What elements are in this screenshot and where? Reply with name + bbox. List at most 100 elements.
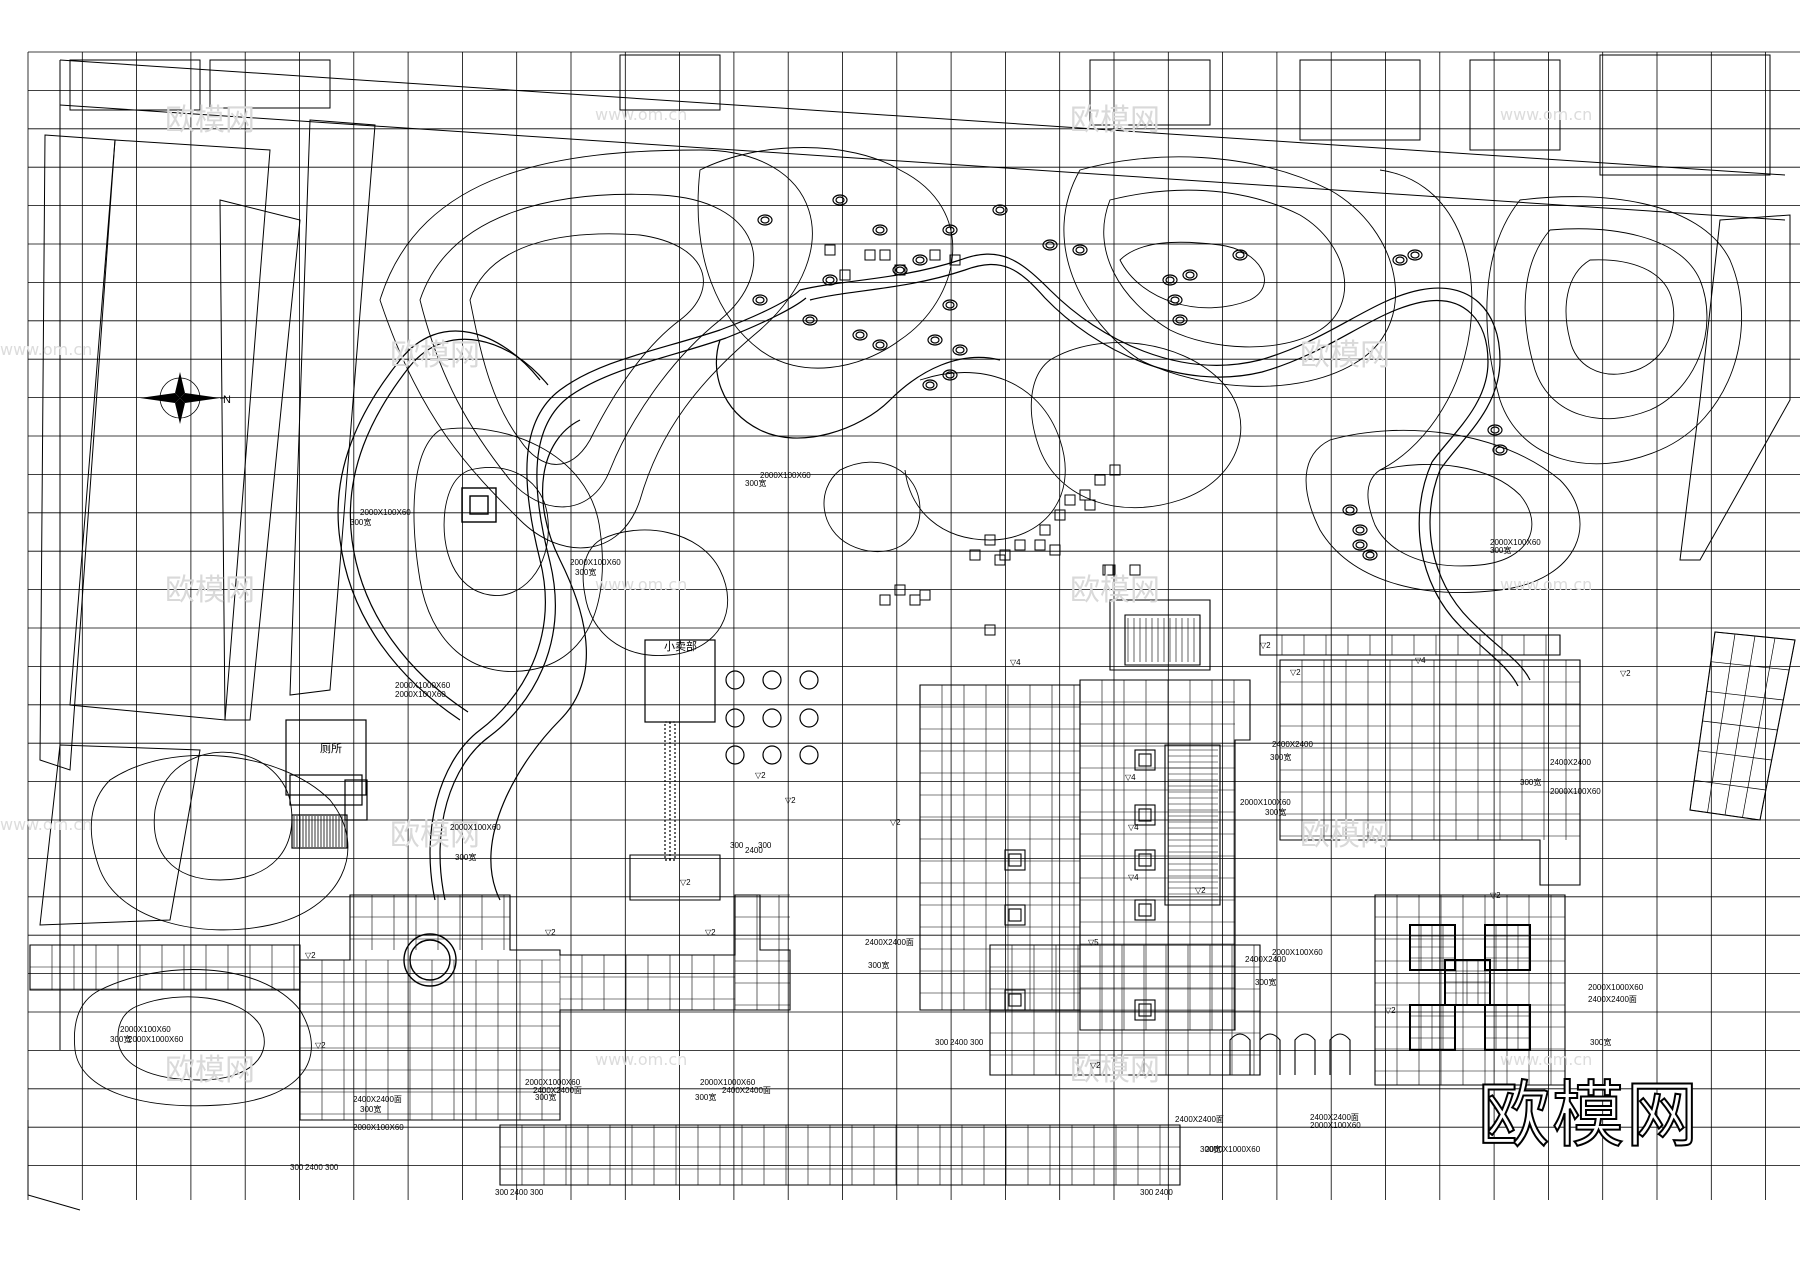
boulder-core xyxy=(1185,271,1195,279)
svg-text:欧模网: 欧模网 xyxy=(390,818,480,853)
arch xyxy=(1329,1033,1351,1075)
svg-text:▽4: ▽4 xyxy=(1415,656,1426,665)
boulder xyxy=(832,194,848,206)
boulder-core xyxy=(1045,241,1055,249)
boulder xyxy=(922,379,938,391)
svg-text:300宽: 300宽 xyxy=(1255,977,1276,987)
svg-text:▽2: ▽2 xyxy=(890,818,901,827)
svg-text:2000X100X60: 2000X100X60 xyxy=(360,508,411,517)
stepping-stone xyxy=(879,594,891,606)
tile-block xyxy=(1484,1004,1531,1051)
pavilion-label: 小卖部 xyxy=(664,639,697,653)
svg-text:2000X1000X60: 2000X1000X60 xyxy=(1588,983,1644,992)
boulder xyxy=(1167,294,1183,306)
square-planter xyxy=(1134,749,1156,771)
svg-text:▽2: ▽2 xyxy=(1090,1061,1101,1070)
dimension-labels: 300 2400 300 300 2400 300 300 2400 300 2… xyxy=(290,841,1173,1197)
stepping-stone xyxy=(994,554,1006,566)
svg-text:2400X2400面: 2400X2400面 xyxy=(1310,1113,1359,1122)
svg-text:欧模网: 欧模网 xyxy=(1070,1053,1160,1088)
boulder xyxy=(1172,314,1188,326)
svg-text:▽2: ▽2 xyxy=(1385,1006,1396,1015)
planter-circle xyxy=(762,670,782,690)
boulder-core xyxy=(855,331,865,339)
svg-text:▽4: ▽4 xyxy=(1125,773,1136,782)
boulder-core xyxy=(805,316,815,324)
square-planter xyxy=(1004,989,1026,1011)
pergola-bar xyxy=(1707,633,1736,813)
boulder xyxy=(1162,274,1178,286)
svg-text:2000X100X60: 2000X100X60 xyxy=(120,1025,171,1034)
svg-text:▽2: ▽2 xyxy=(1290,668,1301,677)
square-planter-inner xyxy=(1138,903,1152,917)
stepping-stone xyxy=(1064,494,1076,506)
stepping-stone xyxy=(1109,464,1121,476)
boulder-core xyxy=(930,336,940,344)
boulder-core xyxy=(1365,551,1375,559)
svg-text:2000X1000X60: 2000X1000X60 xyxy=(1205,1145,1261,1154)
svg-text:▽2: ▽2 xyxy=(305,951,316,960)
svg-text:2000X100X60: 2000X100X60 xyxy=(1310,1121,1361,1130)
stepping-stone xyxy=(1054,509,1066,521)
svg-text:300宽: 300宽 xyxy=(868,960,889,970)
planter-circle xyxy=(762,745,782,765)
round-planter xyxy=(403,487,497,987)
svg-text:▽4: ▽4 xyxy=(1010,658,1021,667)
svg-text:▽4: ▽4 xyxy=(1128,873,1139,882)
boulder-core xyxy=(1175,316,1185,324)
planter-circle xyxy=(725,670,745,690)
svg-text:2400: 2400 xyxy=(305,1163,323,1172)
square-planter-inner xyxy=(1138,753,1152,767)
svg-text:2400X2400: 2400X2400 xyxy=(1550,758,1591,767)
stepping-stone xyxy=(919,589,931,601)
boulder-core xyxy=(925,381,935,389)
stepping-stone xyxy=(894,264,906,276)
boulder xyxy=(872,339,888,351)
svg-text:2000X1000X60: 2000X1000X60 xyxy=(128,1035,184,1044)
boulder xyxy=(1352,539,1368,551)
stepping-stone xyxy=(949,254,961,266)
svg-text:2000X100X60: 2000X100X60 xyxy=(570,558,621,567)
stepping-stone xyxy=(969,549,981,561)
toilet-label: 厕所 xyxy=(320,742,342,755)
svg-text:欧模网: 欧模网 xyxy=(165,573,255,608)
boulder xyxy=(757,214,773,226)
planter-circle xyxy=(762,708,782,728)
boulder xyxy=(952,344,968,356)
boulder xyxy=(927,334,943,346)
svg-text:欧模网: 欧模网 xyxy=(1300,338,1390,373)
planter-circle xyxy=(725,745,745,765)
boulder xyxy=(992,204,1008,216)
boulder xyxy=(1362,549,1378,561)
svg-text:300: 300 xyxy=(325,1163,339,1172)
svg-text:2400X2400面: 2400X2400面 xyxy=(533,1086,582,1095)
boulder-core xyxy=(755,296,765,304)
watermarks: 欧模网 欧模网 欧模网 欧模网 欧模网 欧模网 欧模网 欧模网 欧模网 欧模网 … xyxy=(0,103,1592,1088)
svg-text:300宽: 300宽 xyxy=(745,478,766,488)
square-planter-inner xyxy=(1138,808,1152,822)
boulder-core xyxy=(1355,526,1365,534)
svg-text:2000X1000X60: 2000X1000X60 xyxy=(525,1078,581,1087)
boulder xyxy=(1232,249,1248,261)
svg-text:www.om.cn: www.om.cn xyxy=(595,1050,687,1069)
boulder xyxy=(1072,244,1088,256)
svg-text:2000X100X60: 2000X100X60 xyxy=(395,690,446,699)
svg-text:欧模网: 欧模网 xyxy=(1070,573,1160,608)
boulder-core xyxy=(1345,506,1355,514)
boulder xyxy=(912,254,928,266)
pergola-bar xyxy=(1724,635,1756,816)
svg-text:300: 300 xyxy=(935,1038,949,1047)
pergola-grid xyxy=(1689,631,1796,821)
svg-text:300宽: 300宽 xyxy=(1590,1037,1611,1047)
arch xyxy=(1229,1033,1251,1075)
paving-notes: 2400X2400 2400X2400 2400X2400 2400X2400面… xyxy=(110,471,1644,1154)
square-planter-inner xyxy=(1008,993,1022,1007)
svg-text:2400X2400: 2400X2400 xyxy=(1245,955,1286,964)
svg-text:2000X1000X60: 2000X1000X60 xyxy=(395,681,451,690)
stepping-stone xyxy=(1129,564,1141,576)
stepping-stone xyxy=(984,534,996,546)
pond-edge xyxy=(629,854,721,901)
svg-text:▽2: ▽2 xyxy=(785,796,796,805)
svg-text:2000X100X60: 2000X100X60 xyxy=(450,823,501,832)
